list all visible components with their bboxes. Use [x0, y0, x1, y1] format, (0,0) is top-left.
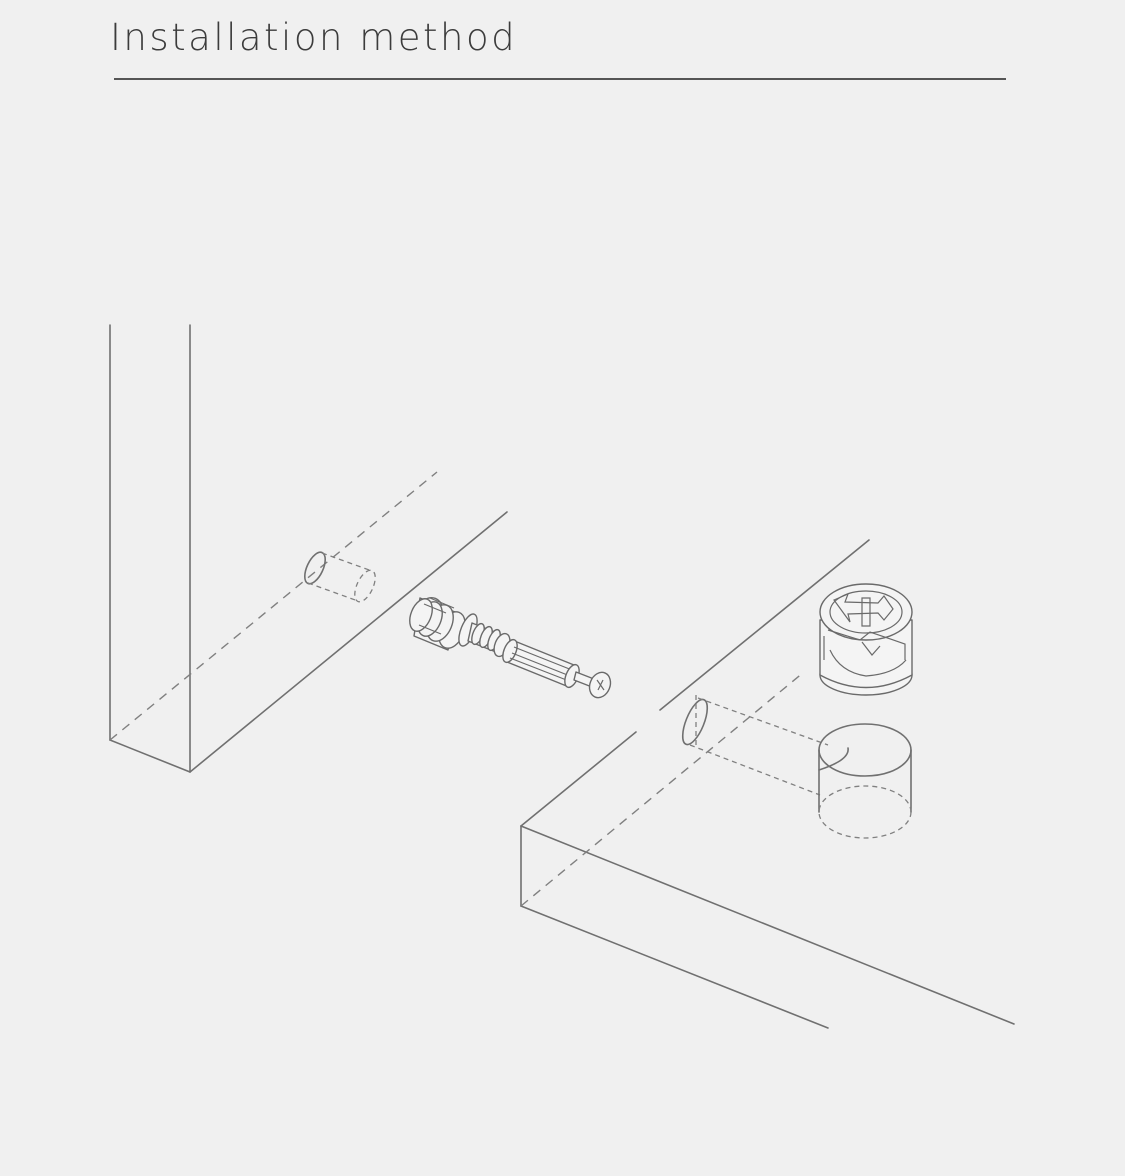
vertical-panel-bolt-hole: [303, 551, 376, 603]
title-divider: [114, 78, 1006, 80]
vertical-panel: [109, 324, 508, 773]
cam-lock-housing-hole: [818, 723, 912, 839]
cam-lock-nut: [819, 583, 913, 696]
horizontal-panel: [520, 539, 1015, 1029]
horizontal-panel-bolt-hole: [681, 695, 829, 796]
page-title: Installation method: [110, 16, 518, 59]
connecting-bolt: [409, 597, 612, 699]
